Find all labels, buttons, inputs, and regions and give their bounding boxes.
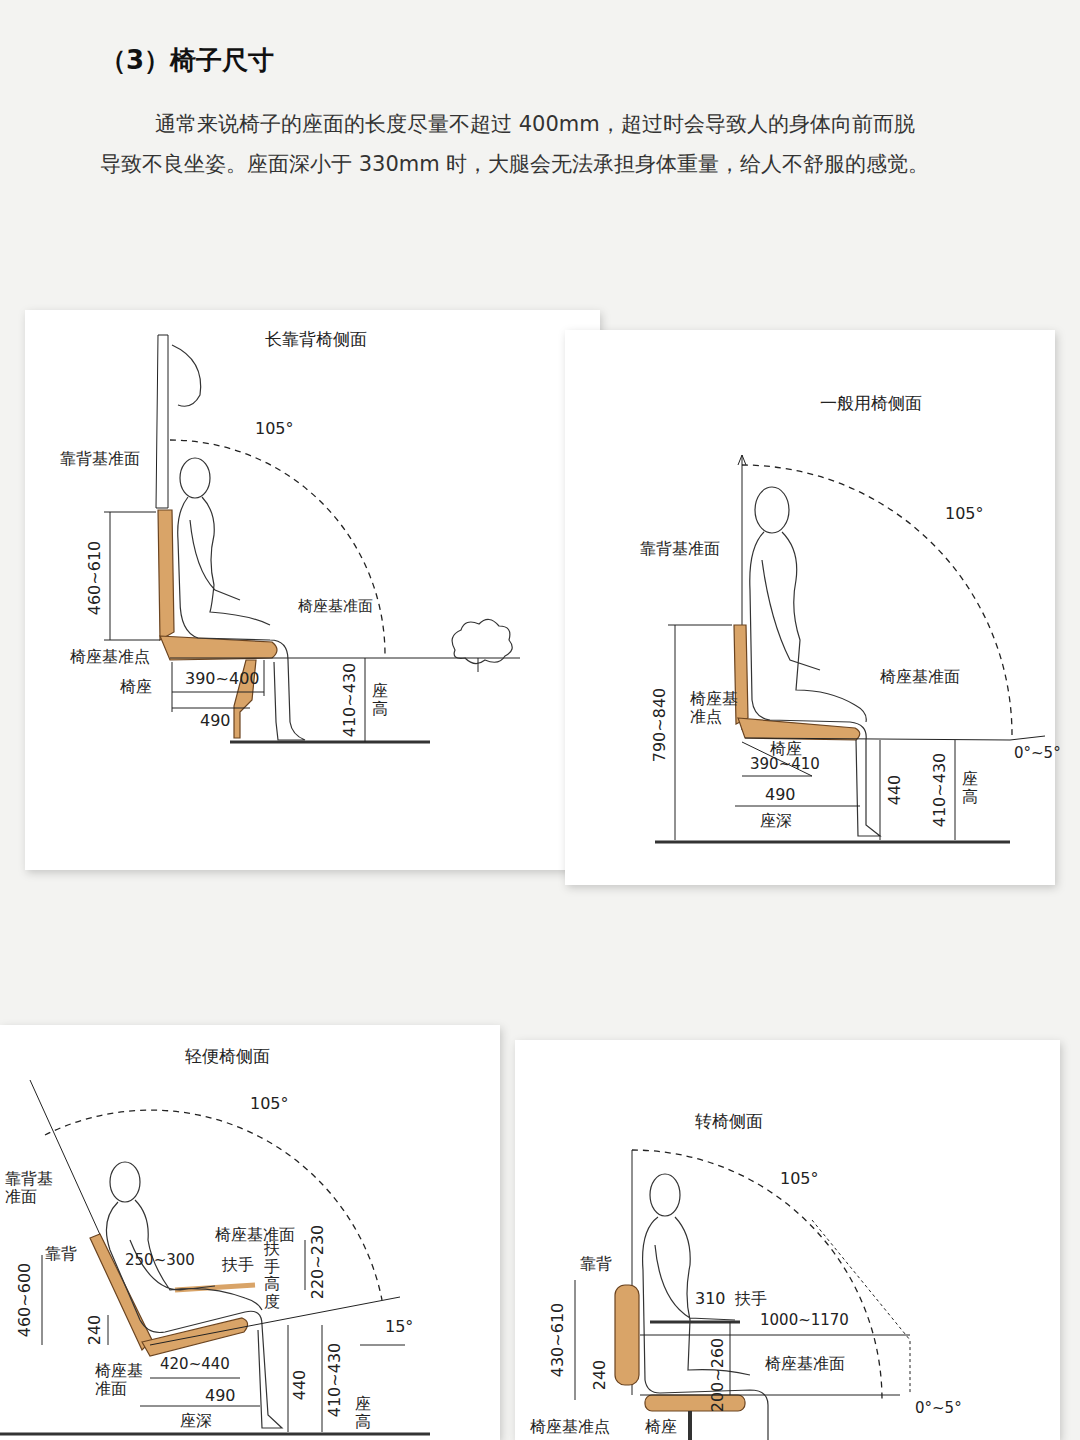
part-label: 扶手高度 bbox=[264, 1240, 280, 1310]
dimension-label: 490 bbox=[200, 712, 231, 730]
dimension-label: 390~400 bbox=[185, 670, 259, 688]
long-back-chair bbox=[104, 335, 520, 742]
dimension-label: 790~840 bbox=[651, 688, 669, 762]
body-text: 通常来说椅子的座面的长度尽量不超过 400mm，超过时会导致人的身体向前而脱 bbox=[155, 112, 915, 136]
dimension-label: 1000~1170 bbox=[760, 1312, 849, 1329]
dimension-label: 390~410 bbox=[750, 756, 820, 773]
section-heading: （3）椅子尺寸 bbox=[100, 46, 274, 76]
panel-title: 转椅侧面 bbox=[695, 1110, 763, 1133]
part-label: 椅座基准面 bbox=[765, 1355, 845, 1373]
part-label: 座高 bbox=[355, 1395, 371, 1430]
dimension-label: 430~610 bbox=[549, 1303, 567, 1377]
dimension-label: 105° bbox=[255, 420, 294, 438]
dimension-label: 15° bbox=[385, 1318, 413, 1336]
dimension-label: 105° bbox=[250, 1095, 289, 1113]
dimension-label: 200~260 bbox=[709, 1338, 727, 1412]
dimension-label: 460~610 bbox=[86, 541, 104, 615]
part-label: 座深 bbox=[180, 1412, 212, 1430]
dimension-label: 490 bbox=[765, 786, 796, 804]
part-label: 椅座基准点 bbox=[690, 690, 738, 727]
panel-title: 一般用椅侧面 bbox=[820, 392, 922, 415]
dimension-label: 490 bbox=[205, 1387, 236, 1405]
part-label: 椅座 bbox=[645, 1418, 677, 1436]
dimension-label: 0°~5° bbox=[915, 1400, 962, 1417]
panel-title: 长靠背椅侧面 bbox=[265, 328, 367, 351]
part-label: 座高 bbox=[372, 682, 388, 717]
chair-panel: 长靠背椅侧面 bbox=[25, 310, 600, 870]
dimension-label: 410~430 bbox=[326, 1343, 344, 1417]
part-label: 座深 bbox=[760, 812, 792, 830]
light-chair bbox=[0, 1080, 430, 1434]
dimension-label: 220~230 bbox=[309, 1225, 327, 1299]
dimension-label: 440 bbox=[886, 775, 904, 806]
part-label: 靠背基准面 bbox=[640, 540, 720, 558]
part-label: 座高 bbox=[962, 770, 978, 805]
part-label: 扶手 bbox=[735, 1290, 767, 1308]
dimension-label: 240 bbox=[591, 1360, 609, 1391]
part-label: 椅座基准点 bbox=[70, 648, 150, 666]
part-label: 靠背 bbox=[45, 1245, 77, 1263]
part-label: 椅座基准面 bbox=[215, 1226, 295, 1244]
general-chair bbox=[655, 455, 1045, 842]
part-label: 椅座基准面 bbox=[95, 1362, 143, 1399]
body-text: 导致不良坐姿。座面深小于 330mm 时，大腿会无法承担身体重量，给人不舒服的感… bbox=[100, 152, 929, 176]
part-label: 椅座基准面 bbox=[298, 598, 373, 615]
dimension-label: 0°~5° bbox=[1014, 745, 1061, 762]
panel-title: 轻便椅侧面 bbox=[185, 1045, 270, 1068]
dimension-label: 105° bbox=[945, 505, 984, 523]
dimension-label: 240 bbox=[86, 1315, 104, 1346]
part-label: 靠背 bbox=[580, 1255, 612, 1273]
part-label: 靠背基准面 bbox=[5, 1170, 53, 1207]
dimension-label: 440 bbox=[291, 1370, 309, 1401]
swivel-chair bbox=[575, 1150, 910, 1440]
dimension-label: 410~430 bbox=[931, 753, 949, 827]
chair-panel: 一般用椅侧面 bbox=[565, 330, 1055, 885]
dimension-label: 310 bbox=[695, 1290, 726, 1308]
dimension-label: 460~600 bbox=[16, 1263, 34, 1337]
panel-cards bbox=[0, 310, 1060, 1440]
part-label: 椅座 bbox=[120, 678, 152, 696]
part-label: 扶手 bbox=[222, 1256, 254, 1274]
dimension-label: 105° bbox=[780, 1170, 819, 1188]
dimension-label: 250~300 bbox=[125, 1252, 195, 1269]
dimension-label: 410~430 bbox=[341, 663, 359, 737]
part-label: 椅座基准点 bbox=[530, 1418, 610, 1436]
part-label: 椅座基准面 bbox=[880, 668, 960, 686]
part-label: 靠背基准面 bbox=[60, 450, 140, 468]
dimension-label: 420~440 bbox=[160, 1356, 230, 1373]
